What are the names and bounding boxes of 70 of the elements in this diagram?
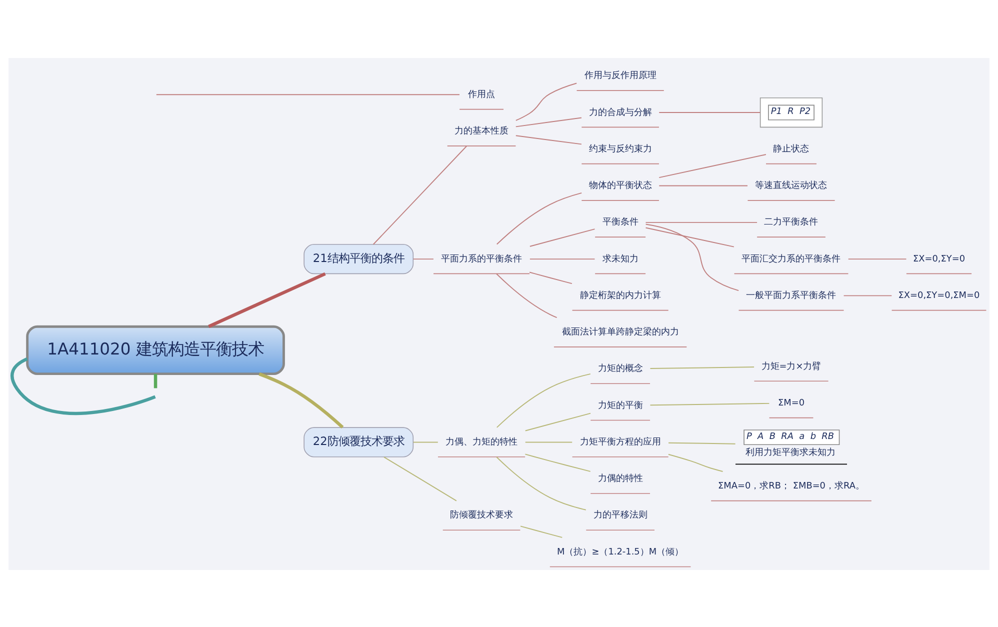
node-picture: [760, 96, 823, 128]
connector: [843, 294, 892, 296]
connector: [524, 453, 591, 472]
connector: [412, 258, 434, 260]
node-text: 力偶、力矩的特性: [446, 436, 518, 447]
node-text: 静止状态: [773, 144, 810, 154]
connector: [515, 134, 582, 144]
connector: [529, 258, 596, 260]
connector: [529, 271, 572, 284]
node-text: 求未知力: [602, 254, 638, 264]
node-text: 力偶的特性: [598, 474, 643, 484]
node-text: M（抗）≥（1.2-1.5）M（倾）: [557, 546, 684, 557]
connector: [515, 82, 578, 120]
node-text: 力的平移法则: [593, 510, 648, 520]
connector: [258, 372, 344, 428]
node-text: 作用与反作用原理: [584, 70, 656, 81]
node-text: 力矩=力×力臂: [761, 361, 822, 372]
node-text: 约束与反约束力: [588, 144, 652, 154]
label: P A B RA a b RB: [746, 431, 834, 442]
node-text: ΣMA=0，求RB； ΣMB=0，求RA。: [718, 480, 864, 491]
connector: [412, 441, 438, 442]
node-box: 21结构平衡的条件: [304, 244, 414, 274]
connector: [524, 441, 573, 442]
connector: [154, 373, 158, 388]
connector: [384, 456, 457, 501]
node-text: 力的基本性质: [454, 126, 509, 136]
connector: [496, 456, 586, 510]
node-text: 等速直线运动状态: [755, 180, 828, 191]
node-box: 1A411020 建筑构造平衡技术: [26, 324, 285, 375]
connector: [650, 402, 770, 406]
connector: [524, 412, 591, 431]
node-text: 截面法计算单跨静定梁的内力: [562, 327, 679, 338]
node-box: 22防倾覆技术要求: [304, 426, 414, 457]
node-text: 力矩的平衡: [598, 400, 643, 410]
node-text: 平衡条件: [602, 217, 638, 228]
connector: [650, 366, 755, 368]
connector: [496, 272, 558, 318]
connector: [668, 453, 724, 472]
node-text: 力矩平衡方程的应用: [580, 436, 661, 447]
node-text: 防倾覆技术要求: [450, 510, 514, 520]
connector: [156, 94, 460, 95]
connector: [496, 372, 591, 428]
node-text: 物体的平衡状态: [588, 180, 652, 191]
node-text: 二力平衡条件: [764, 217, 818, 228]
connector: [645, 221, 758, 222]
node-text: 力矩的概念: [598, 364, 643, 374]
node-text: 平面力系的平衡条件: [441, 254, 522, 264]
connector: [848, 258, 907, 260]
connector: [658, 184, 748, 186]
connector: [529, 228, 596, 246]
connector: [658, 153, 766, 178]
connector: [496, 192, 582, 244]
node-text: ΣX=0,ΣY=0: [912, 254, 966, 264]
connector: [372, 145, 468, 244]
connector: [645, 226, 734, 247]
connector: [208, 272, 326, 328]
node-text: 一般平面力系平衡条件: [746, 290, 836, 300]
connector: [515, 116, 582, 127]
node-text: 作用点: [468, 89, 496, 100]
node-text: 平面汇交力系的平衡条件: [742, 254, 841, 264]
connector: [10, 356, 156, 414]
label: P1 R P2: [770, 106, 811, 117]
node-text: 力的合成与分解: [588, 107, 652, 118]
connector: [645, 223, 740, 291]
node-text: ΣX=0,ΣY=0,ΣM=0: [898, 290, 980, 300]
connector: [668, 442, 736, 444]
connector: [658, 112, 761, 113]
node-text: 静定桁架的内力计算: [580, 290, 661, 300]
connector: [520, 525, 563, 538]
node-text: ΣM=0: [778, 398, 805, 408]
